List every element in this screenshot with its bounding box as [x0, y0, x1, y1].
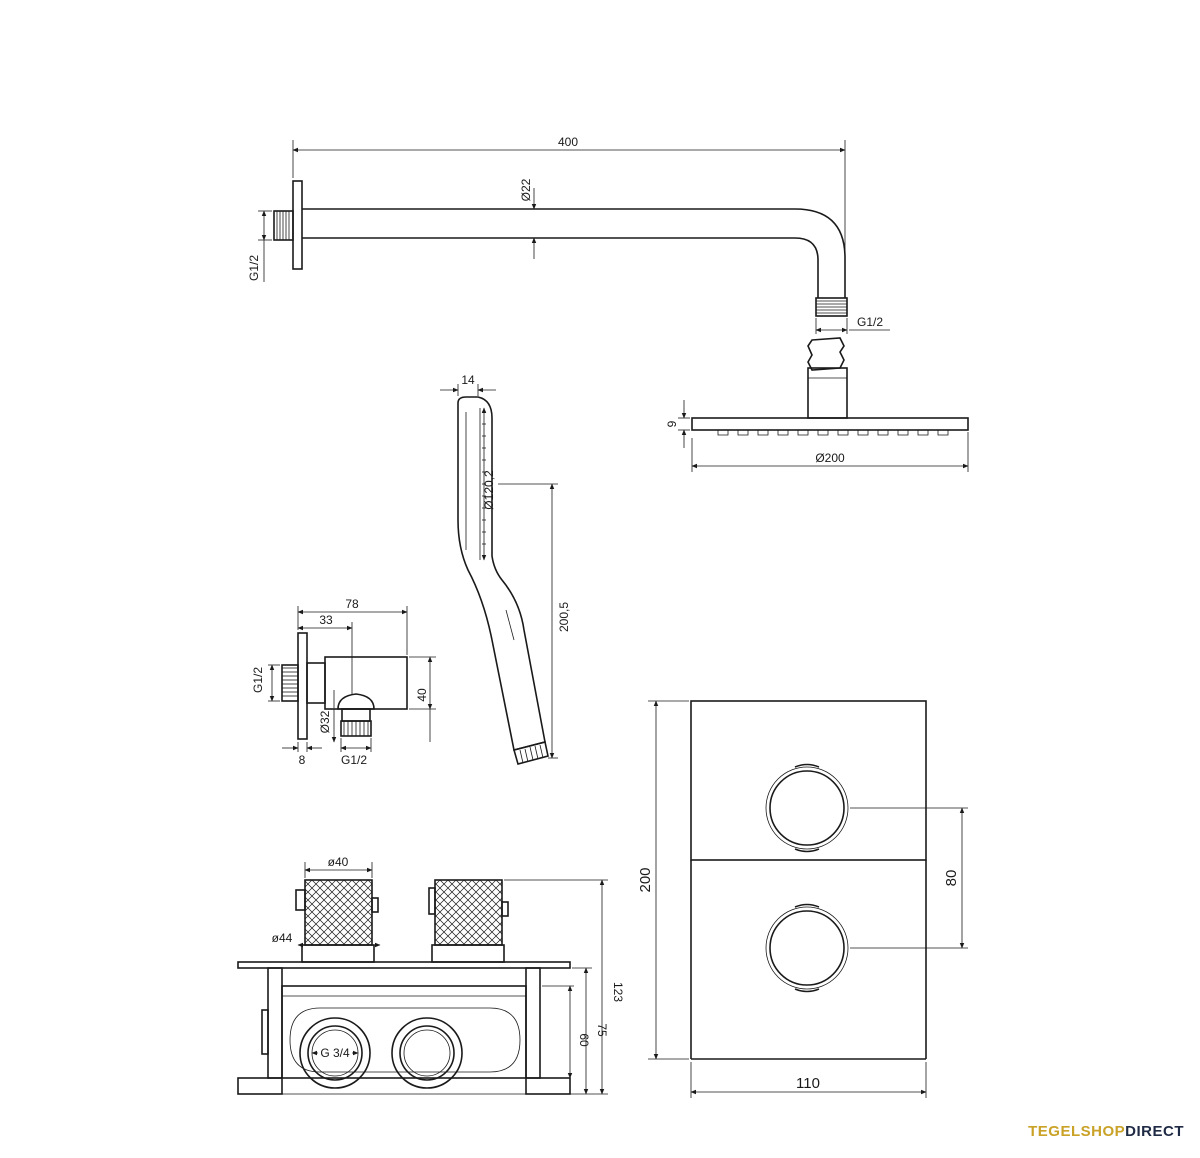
outlet-width-label: 78	[345, 597, 359, 611]
plate-width-label: 110	[796, 1075, 820, 1092]
shower-head	[691, 337, 969, 436]
arm-diameter-label: Ø22	[519, 178, 533, 201]
outlet-thread-left-label: G1/2	[251, 667, 265, 693]
outlet-diameter-label: Ø32	[318, 710, 332, 733]
head-diameter-label: Ø200	[815, 451, 845, 465]
box-60-dimension: 60	[542, 985, 591, 1079]
box-75-label: 75	[595, 1023, 609, 1037]
rosette-diameter-label: ø44	[272, 931, 293, 945]
shower-arm	[273, 180, 848, 317]
outlet-offset-dimension: 33	[297, 613, 353, 694]
arm-wall-thread-label: G1/2	[247, 255, 261, 281]
brand-logo-part2: DIRECT	[1125, 1123, 1184, 1140]
plate-height-label: 200	[637, 867, 654, 892]
brand-logo: TEGELSHOPDIRECT	[1028, 1123, 1184, 1140]
concealed-box	[237, 879, 571, 1095]
outlet-thread-left-dimension: G1/2	[251, 664, 280, 702]
outlet-flange-dimension: 8	[282, 742, 322, 767]
hand-width-label: 14	[461, 373, 475, 387]
hand-width-dimension: 14	[440, 373, 496, 396]
arm-head-thread-dimension: G1/2	[815, 315, 890, 334]
knob-spacing-dimension: 80	[850, 807, 968, 949]
box-total-dimension: 123	[504, 879, 625, 1095]
outlet-flange-label: 8	[299, 753, 306, 767]
thermostat-plate	[690, 700, 927, 1060]
arm-head-thread-label: G1/2	[857, 315, 883, 329]
box-75-dimension: 75	[572, 967, 609, 1095]
box-inlet-label: G 3/4	[320, 1046, 350, 1060]
knob-diameter-label: ø40	[328, 855, 349, 869]
hand-length-label: 200,5	[557, 602, 571, 632]
outlet-thread-bottom-label: G1/2	[341, 753, 367, 767]
rosette-diameter-dimension: ø44	[272, 931, 381, 948]
plate-width-dimension: 110	[690, 1062, 927, 1098]
box-inlet-dimension: G 3/4	[311, 1046, 359, 1060]
wall-outlet	[281, 632, 408, 740]
brand-logo-part1: TEGELSHOP	[1028, 1123, 1126, 1140]
hand-shower	[457, 396, 549, 765]
arm-diameter-dimension: Ø22	[519, 178, 537, 259]
box-60-label: 60	[577, 1033, 591, 1047]
arm-length-dimension: 400	[292, 135, 846, 255]
hand-head-label: Ø120,2	[482, 470, 496, 510]
box-total-label: 123	[611, 982, 625, 1002]
outlet-diameter-dimension: Ø32	[318, 690, 337, 743]
outlet-thread-bottom-dimension: G1/2	[340, 738, 372, 767]
outlet-offset-label: 33	[319, 613, 333, 627]
knob-diameter-dimension: ø40	[304, 855, 373, 878]
hand-head-dimension: Ø120,2	[481, 407, 496, 561]
head-height-dimension: 9	[665, 400, 690, 448]
head-diameter-dimension: Ø200	[691, 432, 969, 472]
arm-wall-thread-dimension: G1/2	[247, 210, 272, 282]
head-height-label: 9	[665, 420, 679, 427]
outlet-height-dimension: 40	[409, 656, 436, 742]
arm-length-label: 400	[558, 135, 578, 149]
outlet-height-label: 40	[415, 688, 429, 702]
plate-height-dimension: 200	[637, 700, 689, 1060]
outlet-width-dimension: 78	[297, 597, 408, 655]
knob-spacing-label: 80	[943, 870, 960, 887]
hand-length-dimension: 200,5	[498, 483, 571, 759]
